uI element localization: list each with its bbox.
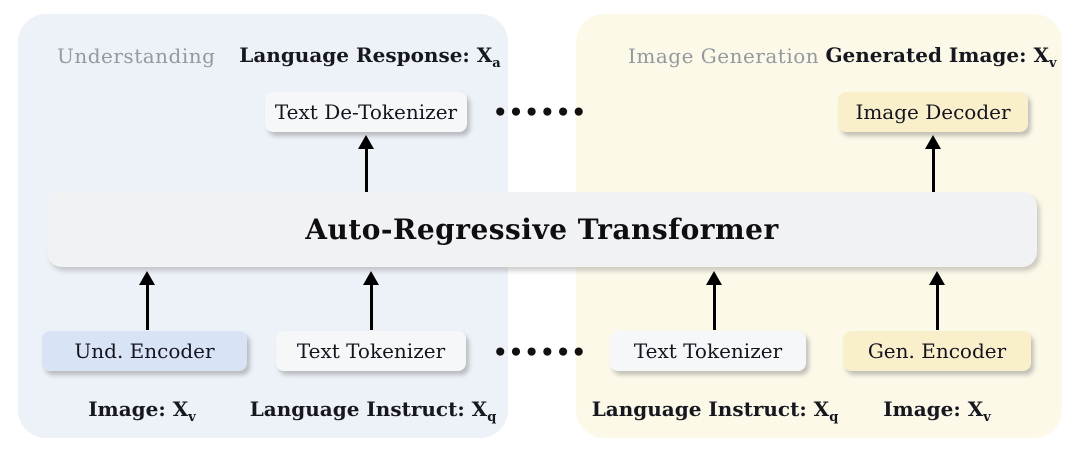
arrowhead-icon — [363, 271, 379, 285]
language-instruct-label-generation: Language Instruct: Xq — [592, 397, 839, 425]
arrow-stem — [712, 283, 716, 330]
up-arrow-to-image-decoder — [925, 135, 941, 192]
arrowhead-icon — [358, 135, 374, 149]
language-instruct-label-understanding: Language Instruct: Xq — [250, 397, 497, 425]
ellipsis-dots-bottom: •••••• — [492, 340, 588, 366]
text-de-tokenizer-box: Text De-Tokenizer — [265, 92, 467, 132]
arrowhead-icon — [139, 271, 155, 285]
arrow-stem — [935, 283, 939, 330]
arrow-stem — [369, 283, 373, 330]
ellipsis-dots-top: •••••• — [492, 100, 588, 126]
arrowhead-icon — [925, 135, 941, 149]
text-tokenizer-box-understanding: Text Tokenizer — [276, 331, 466, 371]
language-response-text: Language Response: X — [239, 43, 493, 67]
image-decoder-box: Image Decoder — [838, 92, 1028, 132]
gen-encoder-box: Gen. Encoder — [843, 331, 1031, 371]
language-instruct-subscript-generation: q — [829, 410, 839, 425]
image-input-label-generation: Image: Xv — [883, 397, 991, 425]
up-arrow-from-gen-encoder — [929, 271, 945, 330]
language-instruct-text-generation: Language Instruct: X — [591, 397, 830, 421]
arrow-stem — [931, 147, 935, 192]
text-tokenizer-box-generation: Text Tokenizer — [610, 331, 806, 371]
image-generation-title: Image Generation — [628, 44, 820, 68]
image-input-text-understanding: Image: X — [88, 397, 189, 421]
language-instruct-text-understanding: Language Instruct: X — [249, 397, 488, 421]
up-arrow-from-text-tokenizer-understanding — [363, 271, 379, 330]
image-input-subscript-understanding: v — [188, 410, 196, 425]
arrowhead-icon — [706, 271, 722, 285]
auto-regressive-transformer-bar: Auto-Regressive Transformer — [47, 192, 1037, 267]
understanding-title: Understanding — [57, 44, 216, 68]
und-encoder-box: Und. Encoder — [42, 331, 247, 371]
arrowhead-icon — [929, 271, 945, 285]
generated-image-subscript: v — [1048, 56, 1057, 71]
language-instruct-subscript-understanding: q — [487, 410, 497, 425]
language-response-subscript: a — [492, 56, 501, 71]
image-input-subscript-generation: v — [983, 410, 991, 425]
image-input-label-understanding: Image: Xv — [88, 397, 196, 425]
image-input-text-generation: Image: X — [883, 397, 984, 421]
generated-image-label: Generated Image: Xv — [825, 43, 1056, 71]
language-response-label: Language Response: Xa — [239, 43, 500, 71]
arrow-stem — [145, 283, 149, 330]
up-arrow-from-text-tokenizer-generation — [706, 271, 722, 330]
generated-image-text: Generated Image: X — [825, 43, 1049, 67]
up-arrow-from-und-encoder — [139, 271, 155, 330]
arrow-stem — [364, 147, 368, 192]
transformer-label: Auto-Regressive Transformer — [305, 213, 779, 246]
up-arrow-to-text-de-tokenizer — [358, 135, 374, 192]
